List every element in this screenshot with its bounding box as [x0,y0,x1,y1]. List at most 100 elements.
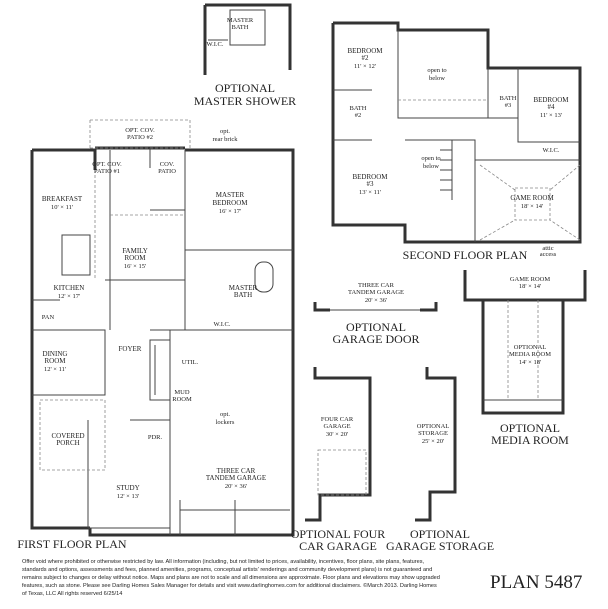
optional-master-shower-drawing [203,3,292,75]
room-label: DINING [43,350,68,358]
section-title: GARAGE STORAGE [386,539,494,553]
room-label: GARAGE [323,423,350,430]
room-label: #3 [505,102,512,109]
room-dimension: 18' × 14' [519,283,541,290]
section-title: OPTIONAL [410,527,470,541]
room-dimension: 30' × 20' [326,431,348,438]
room-label: TANDEM GARAGE [206,474,266,482]
note-label: attic [542,245,553,252]
room-label: #2 [362,54,370,62]
first-floor-labels: MASTER BATH W.I.C. OPTIONAL MASTER SHOWE… [17,17,296,551]
second-floor-labels: BEDROOM #2 11' × 12' open to below BATH … [347,47,569,262]
room-label: BATH [350,105,367,112]
room-label: #3 [367,180,375,188]
room-label: PATIO #2 [127,134,153,141]
section-title: GARAGE DOOR [333,332,420,346]
room-label: PAN [42,314,55,321]
first-floor-drawing [30,119,295,537]
room-label: PATIO #1 [94,168,120,175]
room-label: GAME ROOM [510,276,550,283]
note-label: access [540,251,557,258]
room-dimension: 12' × 17' [58,293,80,300]
room-label: THREE CAR [358,282,395,289]
note-label: opt. [220,411,230,418]
room-dimension: 11' × 12' [354,63,376,70]
room-label: MEDIA ROOM [509,351,551,358]
room-dimension: 12' × 11' [44,366,66,373]
optional-garage-storage-drawing [415,367,457,522]
room-label: OPTIONAL [514,344,547,351]
room-label: THREE CAR [217,467,256,475]
room-label: W.I.C. [543,147,560,154]
section-title: OPTIONAL [215,81,275,95]
room-label: FAMILY [122,247,148,255]
room-dimension: 16' × 17' [219,208,241,215]
optional-garage-door-drawing [313,302,438,312]
room-label: BEDROOM [347,47,383,55]
room-label: STUDY [116,484,139,492]
section-title: SECOND FLOOR PLAN [403,248,528,262]
room-label: BEDROOM [212,199,248,207]
room-label: BEDROOM [352,173,388,181]
plan-name: PLAN 5487 [490,572,583,593]
room-label: BATH [500,95,517,102]
note-label: rear brick [212,136,238,143]
room-label: W.I.C. [214,321,231,328]
room-label: MASTER [227,17,254,24]
room-label: FOYER [119,345,142,353]
section-title: MEDIA ROOM [491,433,569,447]
legal-disclaimer: Offer void where prohibited or otherwise… [22,559,440,597]
room-label: COVERED [51,432,84,440]
section-title: OPTIONAL [346,320,406,334]
room-dimension: 14' × 18' [519,359,541,366]
room-label: OPT. COV. [125,127,155,134]
room-dimension: 25' × 20' [422,438,444,445]
room-label: MASTER [229,284,258,292]
note-label: lockers [216,419,235,426]
room-label: MASTER [216,191,245,199]
room-label: PDR. [148,434,163,441]
room-label: COV. [160,161,175,168]
note-label: below [429,75,445,82]
room-label: MUD [174,389,189,396]
room-label: BREAKFAST [42,195,83,203]
room-label: ROOM [124,254,146,262]
room-label: FOUR CAR [321,416,354,423]
room-label: BATH [232,24,249,31]
room-dimension: 18' × 14' [521,203,543,210]
room-dimension: 16' × 15' [124,263,146,270]
room-label: TANDEM GARAGE [348,289,404,296]
second-floor-drawing [331,21,582,244]
room-label: BEDROOM [533,96,569,104]
room-label: OPTIONAL [417,423,450,430]
section-title: CAR GARAGE [299,539,377,553]
room-label: STORAGE [418,430,448,437]
room-label: #4 [548,103,556,111]
room-label: #2 [355,112,362,119]
room-dimension: 20' × 36' [225,483,247,490]
room-label: OPT. COV. [92,161,122,168]
note-label: open to [421,155,440,162]
room-label: ROOM [172,396,192,403]
room-label: UTIL. [182,359,199,366]
room-label: BATH [234,291,252,299]
room-label: PORCH [56,439,79,447]
room-dimension: 12' × 13' [117,493,139,500]
note-label: opt. [220,128,230,135]
room-label: GAME ROOM [510,194,554,202]
room-dimension: 11' × 13' [540,112,562,119]
section-title: FIRST FLOOR PLAN [17,537,126,551]
room-label: KITCHEN [54,284,85,292]
room-dimension: 10' × 11' [51,204,73,211]
note-label: open to [427,67,446,74]
optional-media-room-drawing [463,270,587,415]
option-labels: THREE CAR TANDEM GARAGE 20' × 36' OPTION… [291,276,569,553]
room-dimension: 20' × 36' [365,297,387,304]
section-title: MASTER SHOWER [194,94,296,108]
section-title: OPTIONAL [500,421,560,435]
room-label: W.I.C. [207,41,224,48]
optional-four-car-garage-drawing [305,367,372,522]
room-dimension: 13' × 11' [359,189,381,196]
